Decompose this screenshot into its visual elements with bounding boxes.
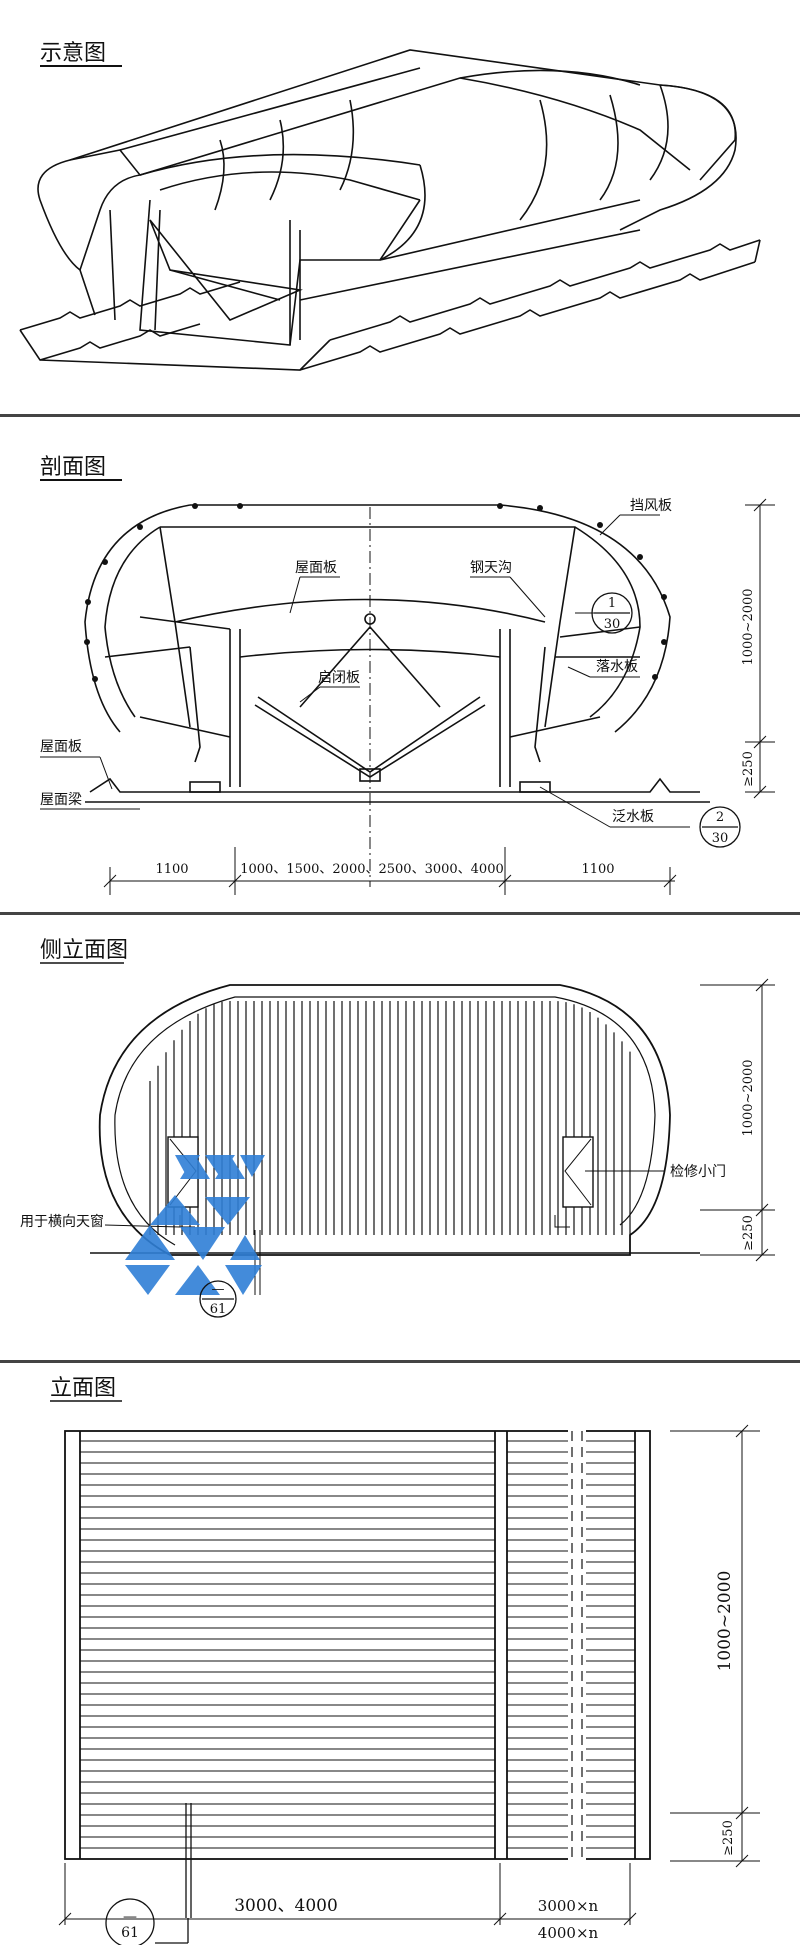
elev-dim-width: 3000、4000 (234, 1896, 338, 1916)
callout-1-den: 30 (604, 617, 621, 632)
side-door-right (562, 1136, 594, 1208)
section-bolts (84, 503, 667, 682)
section-frame (84, 504, 710, 803)
label-transverse-note: 用于横向天窗 (20, 1213, 104, 1230)
elevation-panel: 立面图 1000~2000 ≥250 3000、4000 (0, 1363, 800, 1945)
elev-dim-module-a: 3000×n (538, 1897, 599, 1915)
label-access-door: 检修小门 (670, 1164, 726, 1180)
label-flashing-panel: 泛水板 (612, 809, 654, 825)
label-roof-panel-top: 屋面板 (295, 560, 337, 576)
side-dim-height: 1000~2000 (741, 1059, 756, 1136)
section-dim-middle: 1000、1500、2000、2500、3000、4000 (240, 862, 504, 877)
panel-divider (0, 912, 800, 915)
schematic-panel: 示意图 (0, 0, 800, 414)
label-roof-beam: 屋面梁 (40, 792, 82, 808)
side-callout-num: — (212, 1282, 225, 1297)
side-dim-base: ≥250 (741, 1215, 756, 1251)
schematic-title: 示意图 (40, 41, 106, 66)
side-elevation-panel: 侧立面图 检修小门 用于横向天窗 (0, 915, 800, 1360)
callout-1-num: 1 (608, 596, 616, 611)
schematic-skylight-sketch (19, 49, 761, 371)
elev-callout-num: — (123, 1909, 137, 1925)
section-drawing: 剖面图 (40, 455, 775, 895)
schematic-drawing: 示意图 (19, 41, 761, 371)
section-dim-base: ≥250 (741, 751, 756, 787)
callout-2-den: 30 (712, 831, 729, 846)
elevation-louvers (80, 1440, 635, 1849)
elev-dim-base: ≥250 (721, 1820, 736, 1856)
elevation-title: 立面图 (50, 1376, 116, 1401)
panel-divider (0, 414, 800, 417)
label-wind-panel: 挡风板 (630, 498, 672, 514)
section-dim-height: 1000~2000 (741, 588, 756, 665)
elev-callout-den: 61 (121, 1925, 139, 1941)
section-dim-right: 1100 (581, 862, 614, 877)
section-dim-left: 1100 (155, 862, 188, 877)
callout-2-num: 2 (716, 810, 724, 825)
label-steel-gutter: 钢天沟 (470, 560, 512, 576)
elev-dim-height: 1000~2000 (715, 1571, 735, 1672)
side-elevation-drawing: 侧立面图 检修小门 用于横向天窗 (20, 938, 775, 1318)
watermark-logo (125, 1155, 265, 1295)
section-title: 剖面图 (40, 455, 106, 480)
elevation-drawing: 立面图 1000~2000 ≥250 3000、4000 (50, 1376, 760, 1945)
side-shell (98, 984, 671, 1256)
elevation-frame (64, 1430, 651, 1860)
label-open-close-panel: 启闭板 (318, 670, 360, 686)
label-drain-panel: 落水板 (596, 659, 638, 675)
panel-divider (0, 1360, 800, 1363)
label-roof-panel-left: 屋面板 (40, 739, 82, 755)
side-callout-den: 61 (210, 1302, 227, 1317)
section-panel: 剖面图 (0, 417, 800, 912)
side-elevation-title: 侧立面图 (40, 938, 128, 963)
elev-dim-module-b: 4000×n (538, 1924, 599, 1942)
